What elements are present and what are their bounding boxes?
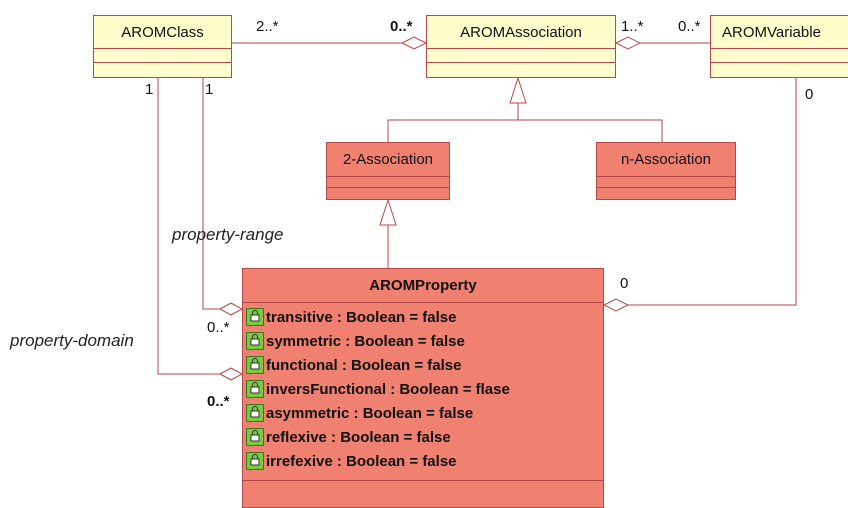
attribute-row[interactable]: reflexive : Boolean = false bbox=[246, 425, 603, 449]
attributes-compartment bbox=[94, 49, 231, 63]
attributes-compartment bbox=[711, 49, 848, 63]
generalization-arrow bbox=[509, 76, 527, 104]
class-name: AROMVariable bbox=[711, 16, 848, 49]
attribute-text: functional : Boolean = false bbox=[266, 356, 462, 374]
property-variable-link bbox=[628, 78, 797, 306]
multiplicity-label: 1 bbox=[145, 81, 154, 98]
protected-attribute-icon bbox=[246, 356, 264, 374]
operations-compartment bbox=[427, 63, 615, 77]
class-name: AROMClass bbox=[94, 16, 231, 49]
class-name: AROMAssociation bbox=[427, 16, 615, 49]
generalization-arrow bbox=[379, 198, 397, 226]
operations-compartment bbox=[243, 481, 603, 507]
class-aromvariable[interactable]: AROMVariable bbox=[710, 15, 848, 78]
multiplicity-label: 0..* bbox=[678, 18, 701, 35]
operations-compartment bbox=[711, 63, 848, 77]
aggregation-diamond bbox=[614, 36, 642, 50]
property-domain-link bbox=[157, 77, 220, 375]
class-name: n-Association bbox=[597, 143, 735, 177]
multiplicity-label: 0 bbox=[620, 275, 629, 292]
attribute-text: transitive : Boolean = false bbox=[266, 308, 457, 326]
role-label-domain: property-domain bbox=[10, 331, 134, 350]
multiplicity-label: 1 bbox=[205, 81, 214, 98]
attributes-compartment bbox=[327, 177, 449, 188]
operations-compartment bbox=[597, 188, 735, 199]
protected-attribute-icon bbox=[246, 428, 264, 446]
attribute-text: inversFunctional : Boolean = flase bbox=[266, 380, 510, 398]
attribute-text: irrefexive : Boolean = false bbox=[266, 452, 457, 470]
aggregation-diamond bbox=[400, 36, 428, 50]
attributes-compartment: transitive : Boolean = false symmetric :… bbox=[243, 303, 603, 481]
attribute-row[interactable]: inversFunctional : Boolean = flase bbox=[246, 377, 603, 401]
multiplicity-label: 2..* bbox=[256, 18, 279, 35]
attributes-compartment bbox=[597, 177, 735, 188]
aggregation-diamond bbox=[218, 367, 244, 381]
multiplicity-label: 0..* bbox=[390, 18, 413, 35]
attribute-text: asymmetric : Boolean = false bbox=[266, 404, 474, 422]
operations-compartment bbox=[94, 63, 231, 77]
attribute-row[interactable]: symmetric : Boolean = false bbox=[246, 329, 603, 353]
class-n-association[interactable]: n-Association bbox=[596, 142, 736, 200]
attribute-row[interactable]: transitive : Boolean = false bbox=[246, 305, 603, 329]
protected-attribute-icon bbox=[246, 308, 264, 326]
attribute-row[interactable]: functional : Boolean = false bbox=[246, 353, 603, 377]
class-aromproperty[interactable]: AROMProperty transitive : Boolean = fals… bbox=[242, 268, 604, 508]
operations-compartment bbox=[327, 188, 449, 199]
attribute-text: symmetric : Boolean = false bbox=[266, 332, 465, 350]
class-aromassociation[interactable]: AROMAssociation bbox=[426, 15, 616, 78]
role-label-range: property-range bbox=[172, 225, 284, 244]
aggregation-diamond bbox=[218, 302, 244, 316]
protected-attribute-icon bbox=[246, 404, 264, 422]
attribute-row[interactable]: irrefexive : Boolean = false bbox=[246, 449, 603, 473]
generalization-branch bbox=[387, 119, 663, 142]
diagram-connectors bbox=[157, 36, 797, 381]
multiplicity-label: 0..* bbox=[207, 319, 230, 336]
class-2-association[interactable]: 2-Association bbox=[326, 142, 450, 200]
attribute-text: reflexive : Boolean = false bbox=[266, 428, 451, 446]
class-aromclass[interactable]: AROMClass bbox=[93, 15, 232, 78]
protected-attribute-icon bbox=[246, 380, 264, 398]
multiplicity-label: 0 bbox=[805, 86, 814, 103]
protected-attribute-icon bbox=[246, 452, 264, 470]
aggregation-diamond bbox=[602, 298, 630, 312]
attributes-compartment bbox=[427, 49, 615, 63]
attribute-row[interactable]: asymmetric : Boolean = false bbox=[246, 401, 603, 425]
multiplicity-label: 0..* bbox=[207, 393, 230, 410]
class-name: 2-Association bbox=[327, 143, 449, 177]
class-name: AROMProperty bbox=[243, 269, 603, 303]
property-range-link bbox=[202, 77, 220, 310]
protected-attribute-icon bbox=[246, 332, 264, 350]
multiplicity-label: 1..* bbox=[621, 18, 644, 35]
